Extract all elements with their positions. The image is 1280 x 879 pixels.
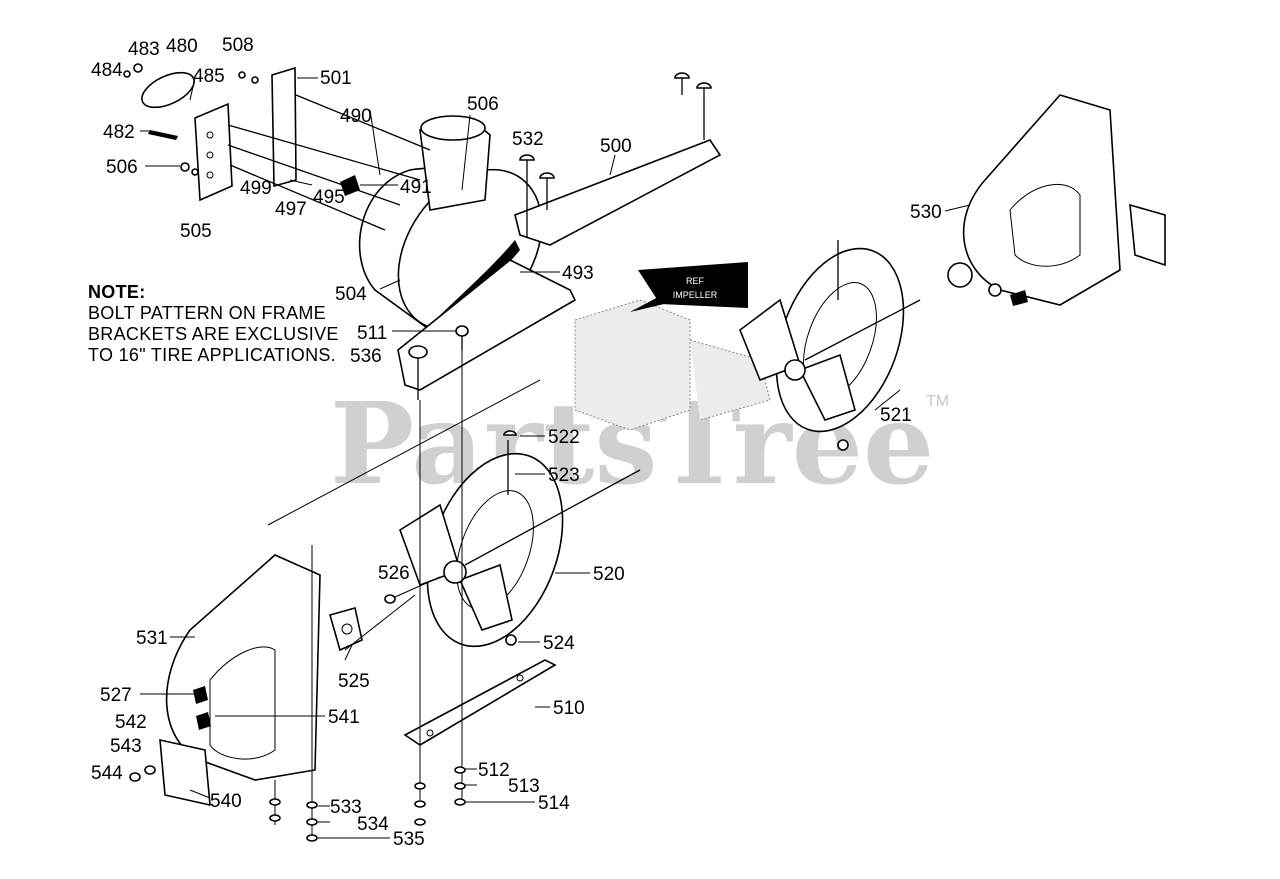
part-label-520: 520 bbox=[593, 564, 625, 585]
part-label-542: 542 bbox=[115, 712, 147, 733]
ref-tag-line1: REF bbox=[686, 276, 705, 286]
part-label-522: 522 bbox=[548, 427, 580, 448]
part-label-505: 505 bbox=[180, 221, 212, 242]
part-label-500: 500 bbox=[600, 136, 632, 157]
note-block: NOTE: BOLT PATTERN ON FRAME BRACKETS ARE… bbox=[88, 282, 339, 365]
part-labels: 483 480 508 484 485 501 506 490 482 532 … bbox=[91, 35, 942, 850]
part-label-491: 491 bbox=[400, 177, 432, 198]
part-label-482: 482 bbox=[103, 122, 135, 143]
impeller-520 bbox=[399, 430, 641, 648]
part-label-541: 541 bbox=[328, 707, 360, 728]
part-label-535: 535 bbox=[393, 829, 425, 850]
part-label-485: 485 bbox=[193, 66, 225, 87]
part-label-493: 493 bbox=[562, 263, 594, 284]
part-label-514: 514 bbox=[538, 793, 570, 814]
note-line-1: BOLT PATTERN ON FRAME bbox=[88, 303, 326, 323]
impeller-521 bbox=[739, 240, 921, 451]
part-label-506-b: 506 bbox=[106, 157, 138, 178]
part-label-508: 508 bbox=[222, 35, 254, 56]
part-label-524: 524 bbox=[543, 633, 575, 654]
note-heading: NOTE: bbox=[88, 282, 146, 302]
part-label-495: 495 bbox=[313, 187, 345, 208]
part-label-521: 521 bbox=[880, 405, 912, 426]
ref-impeller: REF IMPELLER bbox=[574, 262, 771, 431]
bottom-hardware bbox=[129, 594, 466, 842]
part-label-523: 523 bbox=[548, 465, 580, 486]
part-label-530: 530 bbox=[910, 202, 942, 223]
watermark-trademark: TM bbox=[926, 393, 949, 410]
leader-lines bbox=[140, 77, 971, 839]
part-label-480: 480 bbox=[166, 36, 198, 57]
ref-tag-line2: IMPELLER bbox=[673, 290, 718, 300]
part-label-531: 531 bbox=[136, 628, 168, 649]
note-line-2: BRACKETS ARE EXCLUSIVE bbox=[88, 324, 339, 344]
part-label-540: 540 bbox=[210, 791, 242, 812]
part-label-506-a: 506 bbox=[467, 94, 499, 115]
left-side-plate bbox=[159, 554, 363, 807]
part-label-490: 490 bbox=[340, 106, 372, 127]
part-label-527: 527 bbox=[100, 685, 132, 706]
part-label-526: 526 bbox=[378, 563, 410, 584]
part-label-484: 484 bbox=[91, 60, 123, 81]
part-label-532: 532 bbox=[512, 129, 544, 150]
part-label-534: 534 bbox=[357, 814, 389, 835]
part-label-499: 499 bbox=[240, 178, 272, 199]
part-label-504: 504 bbox=[335, 284, 367, 305]
part-label-510: 510 bbox=[553, 698, 585, 719]
part-label-483: 483 bbox=[128, 39, 160, 60]
part-label-513: 513 bbox=[508, 776, 540, 797]
part-label-497: 497 bbox=[275, 199, 307, 220]
part-label-525: 525 bbox=[338, 671, 370, 692]
part-label-512: 512 bbox=[478, 760, 510, 781]
note-line-3: TO 16" TIRE APPLICATIONS. bbox=[88, 345, 336, 365]
part-label-501: 501 bbox=[320, 68, 352, 89]
part-label-511: 511 bbox=[357, 323, 387, 344]
part-label-544: 544 bbox=[91, 763, 123, 784]
part-label-536: 536 bbox=[350, 346, 382, 367]
skid-shoe bbox=[403, 659, 557, 746]
part-label-533: 533 bbox=[330, 797, 362, 818]
right-side-plate bbox=[947, 94, 1166, 306]
part-label-543: 543 bbox=[110, 736, 142, 757]
